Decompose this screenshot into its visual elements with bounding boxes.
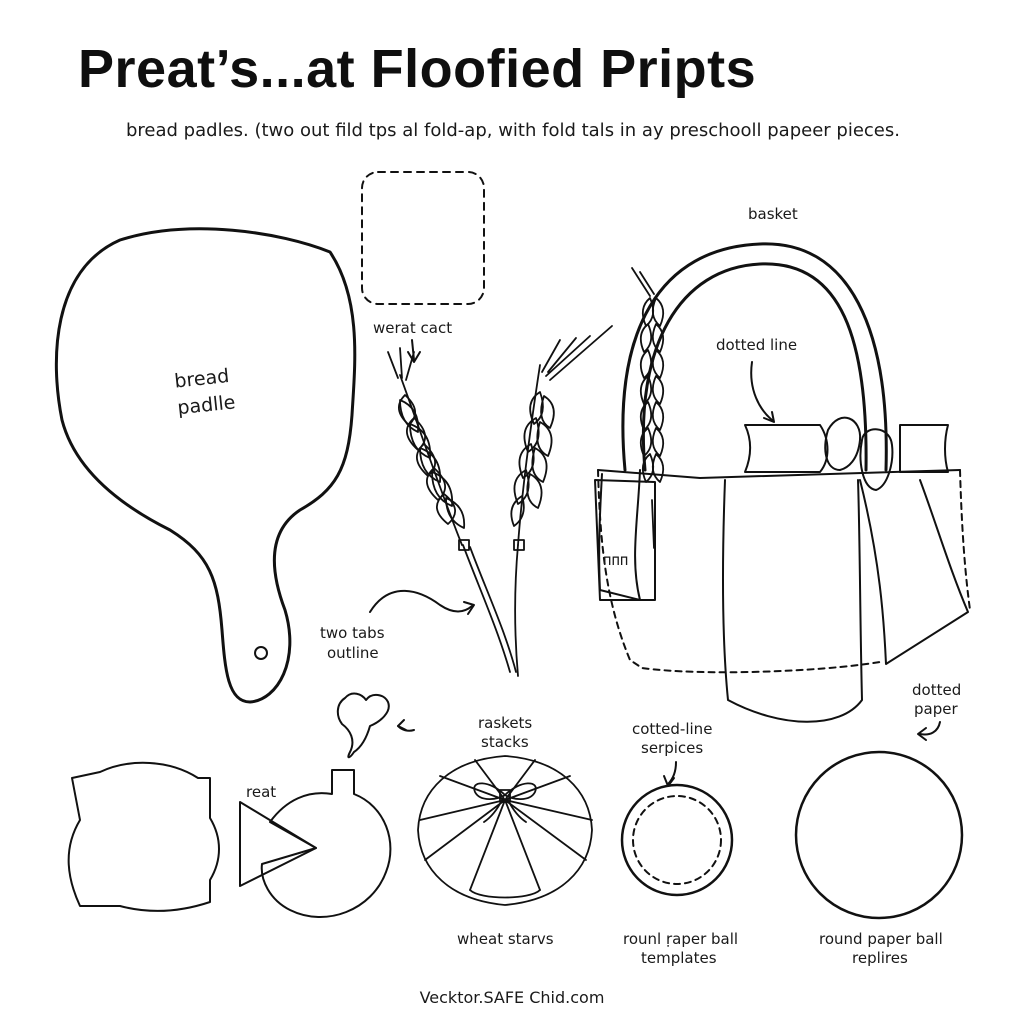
- two-tabs-label-2: outline: [327, 644, 379, 662]
- dotted-line-arrow: [750, 361, 773, 421]
- cotted-label-2: serpices: [641, 739, 703, 757]
- scalloped-shape: [67, 761, 220, 912]
- basket-tag-text: ᴨᴨᴨ: [603, 551, 628, 569]
- scrap-arrowhead: [397, 719, 407, 731]
- two-tabs-arrow: [369, 589, 473, 613]
- round-replires-label-2: replires: [852, 949, 908, 967]
- round-template-label-2: templates: [641, 949, 717, 967]
- basket: [594, 242, 971, 723]
- bread-paddle: bread padlle: [54, 227, 357, 704]
- wheat-cact-label: werat cact: [373, 319, 452, 337]
- dotted-paper-arrow: [919, 721, 941, 736]
- dotted-line-label: dotted line: [716, 336, 797, 354]
- paper-scrap-shape: [336, 692, 390, 759]
- raskets-label-2: stacks: [481, 733, 529, 751]
- round-template-label-1: rounl ṛaper ball: [623, 930, 738, 948]
- wheat-cact-arrow: [411, 339, 415, 361]
- bread-paddle-label-2: padlle: [176, 391, 236, 419]
- dotted-paper-arrowhead: [917, 727, 927, 741]
- round-template-outer: [620, 783, 734, 897]
- fan-bow-shape: [417, 755, 593, 906]
- triangle-shape: [239, 801, 317, 887]
- round-replires-label-1: round paper ball: [819, 930, 943, 948]
- dotted-line-arrowhead: [763, 411, 775, 423]
- dotted-card: [361, 171, 485, 305]
- round-paper-ball-circle: [794, 750, 964, 920]
- wheat-cact-arrowhead: [407, 351, 421, 363]
- dotted-paper-label-1: dotted: [912, 681, 961, 699]
- raskets-label-1: raskets: [478, 714, 532, 732]
- page-title: Preat’s...at Floofied Pripts: [78, 39, 757, 99]
- round-template-dotted: [632, 795, 722, 885]
- footer-credit: Vecktor.SAFE Chid.com: [419, 988, 605, 1007]
- reat-label: reat: [246, 783, 276, 801]
- dotted-paper-label-2: paper: [914, 700, 958, 718]
- bread-paddle-label-1: bread: [173, 365, 230, 393]
- hang-hole: [254, 646, 268, 660]
- two-tabs-label-1: two tabs: [320, 624, 385, 642]
- basket-label: basket: [748, 205, 798, 223]
- jar-circle-shape: [260, 769, 392, 918]
- wheat-starvs-label: wheat starvs: [457, 930, 554, 948]
- two-tabs-arrowhead: [463, 601, 475, 615]
- cotted-label-1: cotted-line: [632, 720, 712, 738]
- wheat-stalks: [387, 325, 613, 677]
- cotted-arrow: [667, 761, 677, 785]
- page-subtitle: bread padles. (two out fild tps al fold-…: [126, 120, 900, 141]
- basket-wheat: [631, 267, 665, 549]
